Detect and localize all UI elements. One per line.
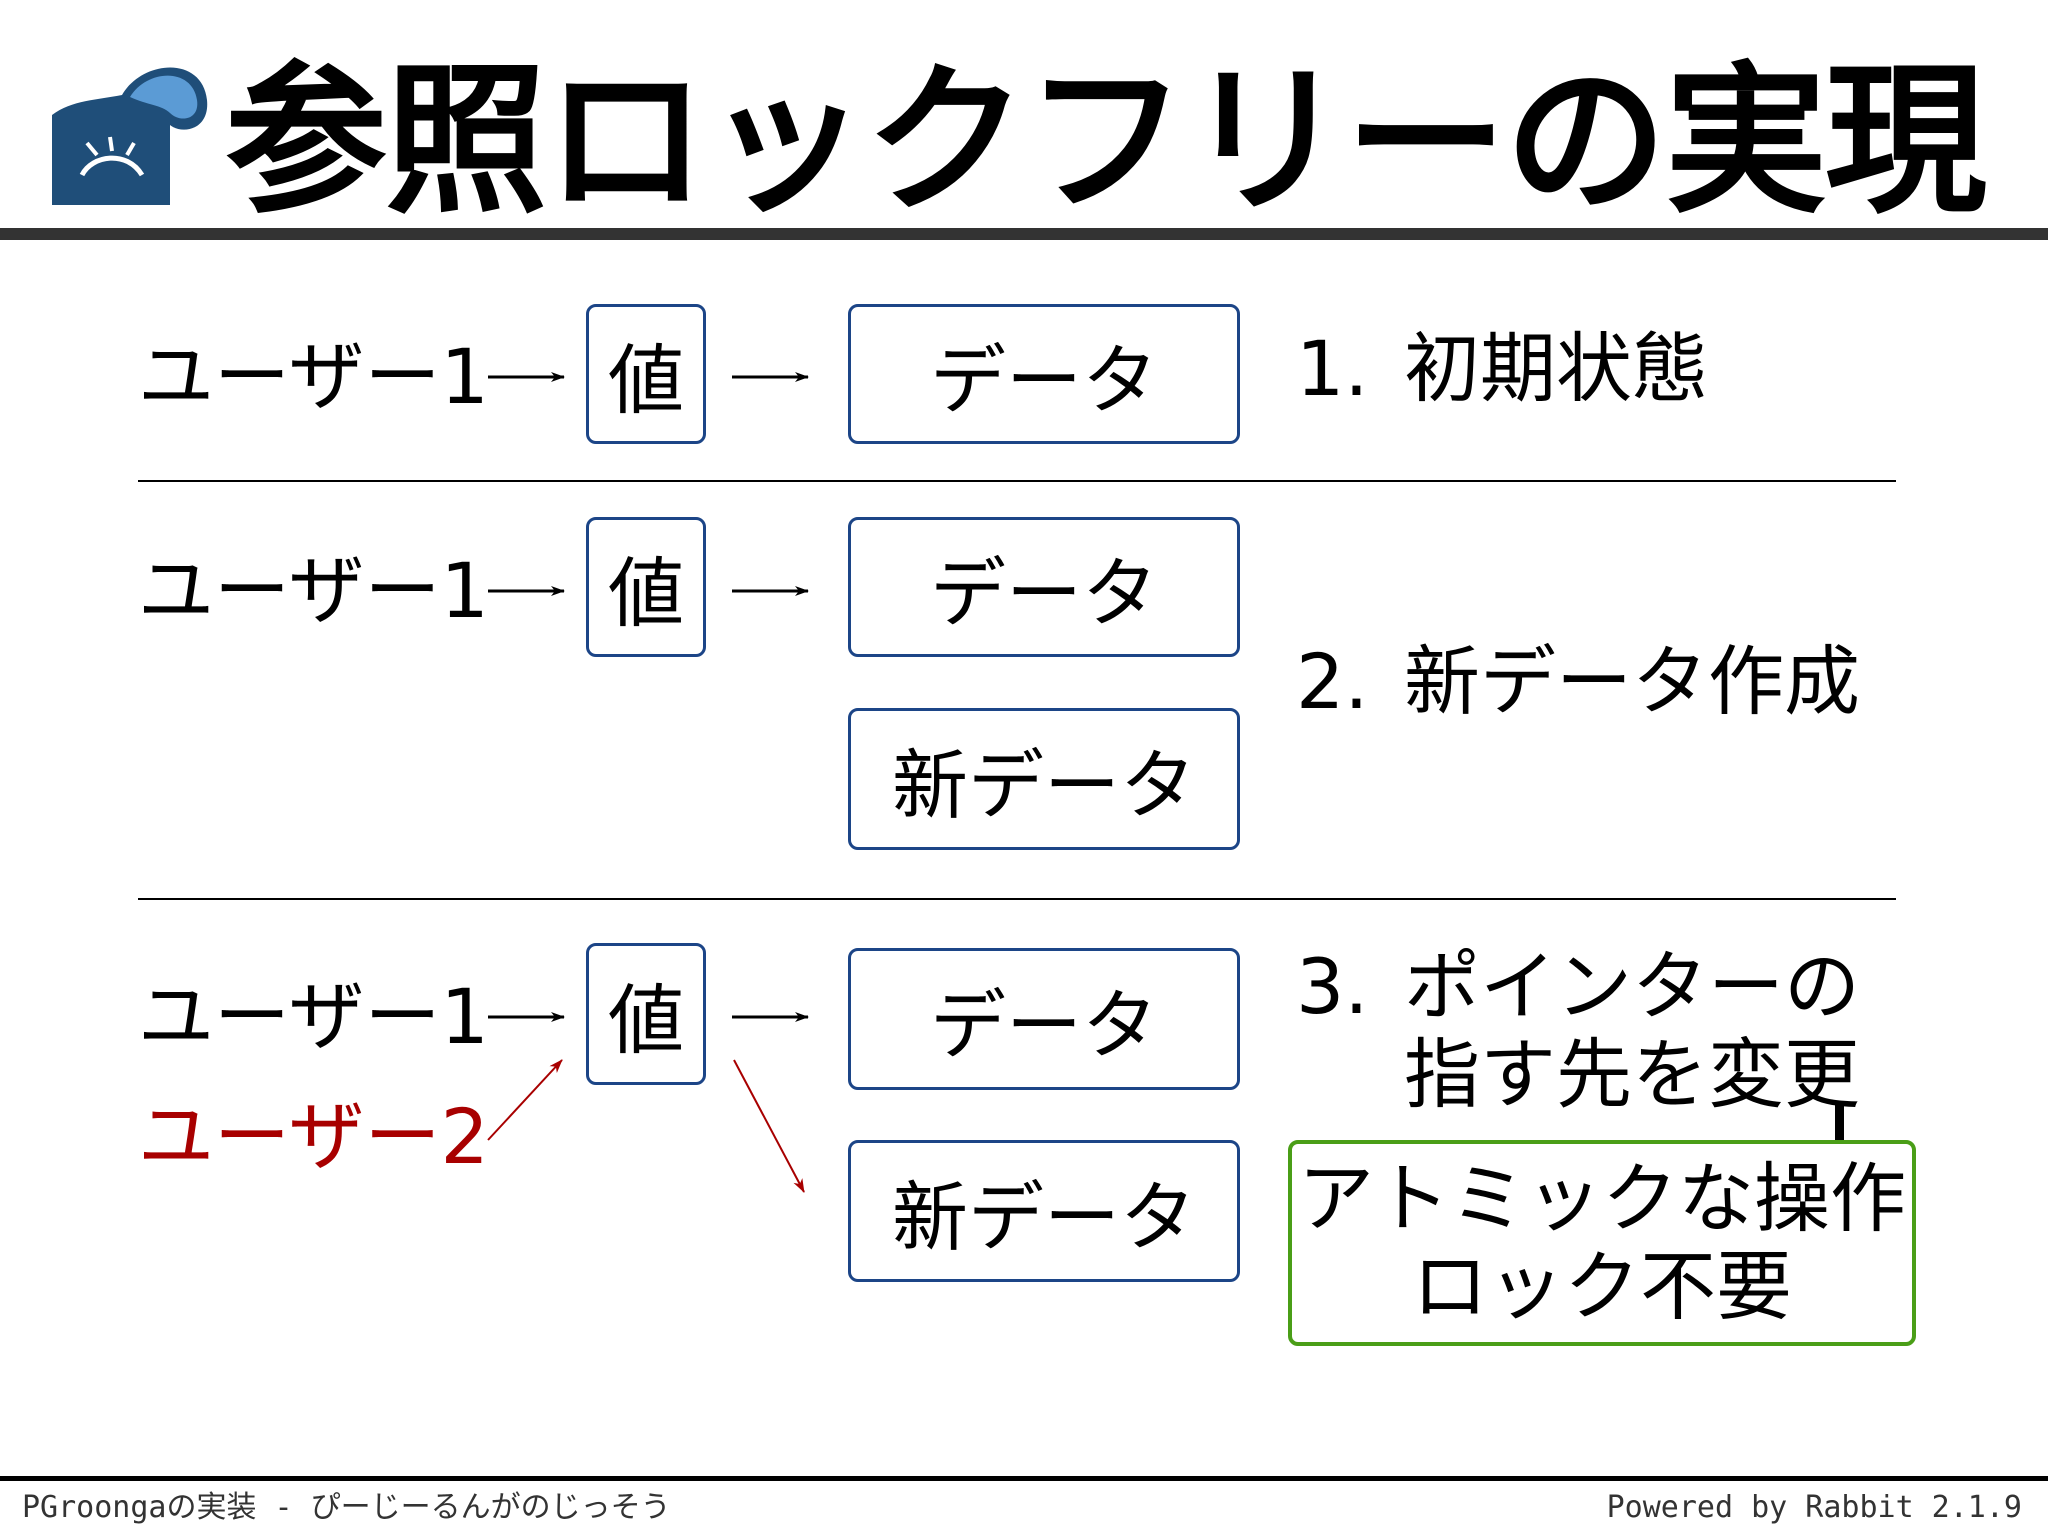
rabbit-logo-icon <box>52 67 208 205</box>
user1-label-row1: ユーザー1 <box>138 332 489 421</box>
data-box-row2: データ <box>848 517 1240 657</box>
new-data-box-row3: 新データ <box>848 1140 1240 1282</box>
value-box-row1: 値 <box>586 304 706 444</box>
user1-label-row2: ユーザー1 <box>138 546 489 635</box>
footer-presentation-title: PGroongaの実装 - ぴーじーるんがのじっそう <box>22 1490 671 1525</box>
user1-label-row3: ユーザー1 <box>138 972 489 1061</box>
value-box-row3: 値 <box>586 943 706 1085</box>
data-box-row3: データ <box>848 948 1240 1090</box>
step-text-3-line2: 指す先を変更 <box>1404 1030 1860 1119</box>
arrow-value-new-data <box>733 1059 805 1193</box>
footer-powered-by: Powered by Rabbit 2.1.9 <box>1606 1490 2022 1525</box>
title-underline <box>0 228 2048 240</box>
step-number-3: 3. <box>1296 942 1369 1031</box>
row-divider-1 <box>138 480 1896 482</box>
arrow-user2-value <box>487 1059 563 1141</box>
callout-pointer <box>1835 1103 1844 1143</box>
user2-label: ユーザー2 <box>138 1092 489 1181</box>
page-title: 参照ロックフリーの実現 <box>225 48 1987 236</box>
step-number-2: 2. <box>1296 637 1369 726</box>
value-box-row2: 値 <box>586 517 706 657</box>
callout-line1: アトミックな操作 <box>1298 1154 1906 1243</box>
step-text-2: 新データ作成 <box>1404 637 1860 726</box>
callout-box: アトミックな操作 ロック不要 <box>1288 1140 1916 1346</box>
new-data-box-row2: 新データ <box>848 708 1240 850</box>
footer-rule <box>0 1476 2048 1481</box>
callout-line2: ロック不要 <box>1412 1242 1792 1331</box>
row-divider-2 <box>138 898 1896 900</box>
step-number-1: 1. <box>1296 324 1369 413</box>
step-text-1: 初期状態 <box>1404 324 1708 413</box>
data-box-row1: データ <box>848 304 1240 444</box>
step-text-3-line1: ポインターの <box>1404 942 1860 1031</box>
